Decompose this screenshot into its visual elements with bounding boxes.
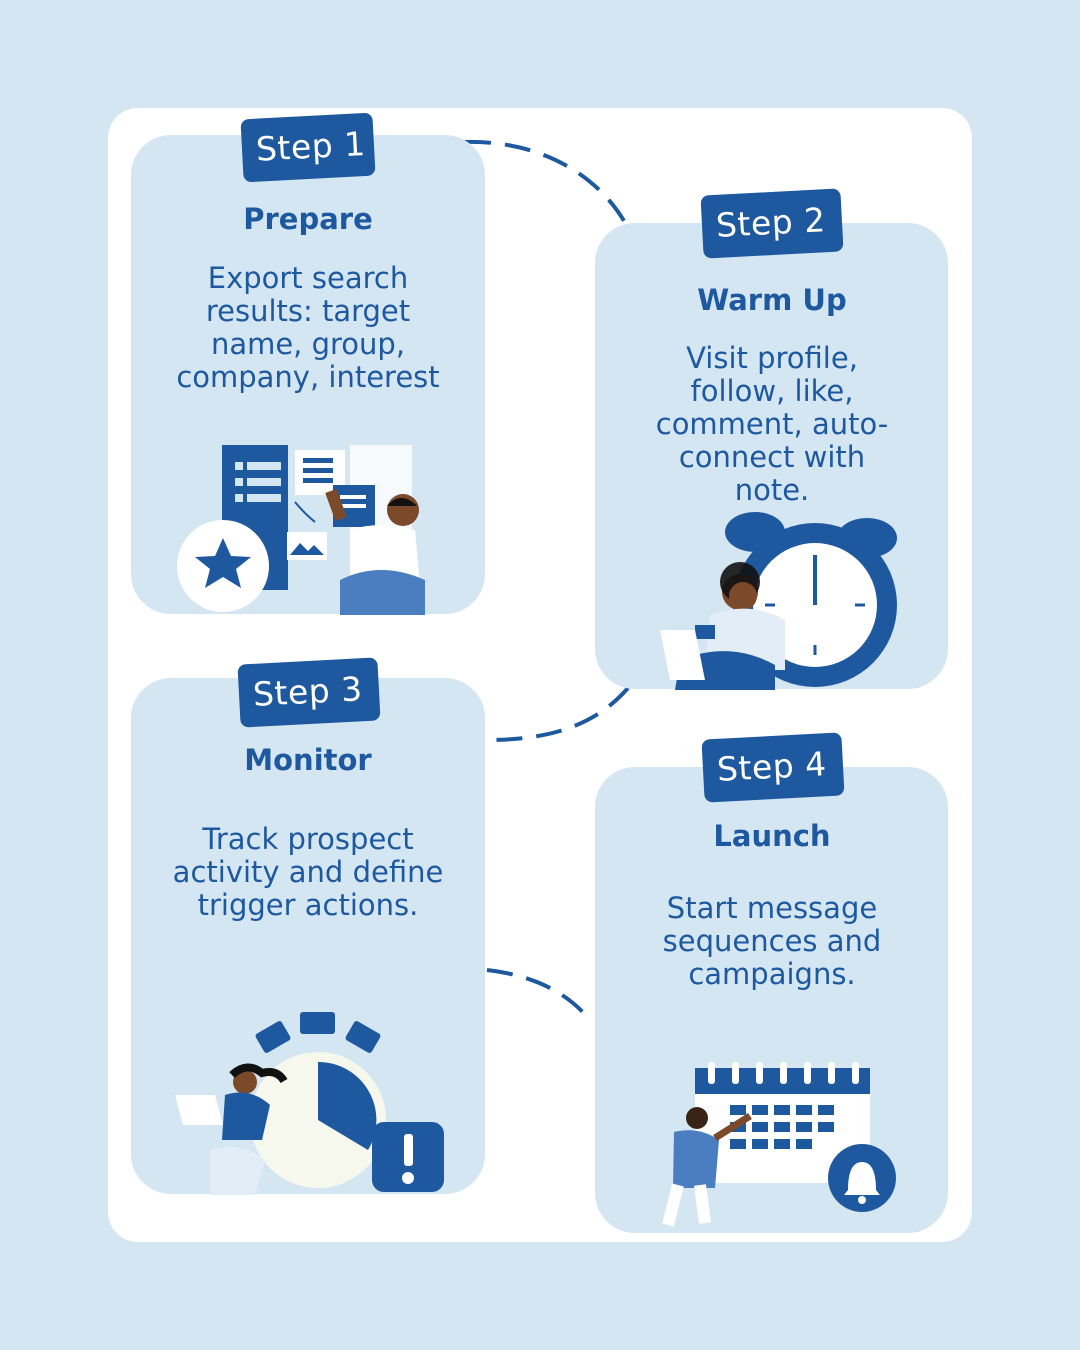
stopwatch-alert-icon: [175, 1012, 444, 1195]
step-4-description: Start message sequences and campaigns.: [595, 892, 949, 991]
step-1-line: Export search: [207, 261, 409, 295]
step-2-title: Warm Up: [697, 283, 847, 317]
step-1-description: Export search results: target name, grou…: [131, 262, 485, 394]
step-4-line: campaigns.: [688, 957, 856, 991]
step-1-line: name, group,: [210, 327, 406, 361]
step-2-line: Visit profile,: [686, 341, 858, 375]
step-4-title: Launch: [713, 819, 831, 853]
step-2-description: Visit profile, follow, like, comment, au…: [595, 342, 949, 507]
step-3-badge: Step 3: [237, 657, 381, 728]
step-3-line: Track prospect: [202, 822, 414, 856]
documents-star-icon: [177, 445, 425, 615]
step-1-title: Prepare: [243, 202, 373, 236]
alarm-clock-icon: [660, 512, 897, 690]
step-1-line: results: target: [205, 294, 411, 328]
step-1-badge: Step 1: [240, 112, 376, 183]
step-4-line: sequences and: [662, 924, 882, 958]
step-2-line: note.: [734, 473, 810, 507]
step-2-line: connect with: [678, 440, 866, 474]
step-1-line: company, interest: [176, 360, 440, 394]
step-3-description: Track prospect activity and define trigg…: [131, 823, 485, 922]
step-3-title: Monitor: [244, 743, 372, 777]
step-4-badge: Step 4: [701, 732, 845, 803]
step-2-line: comment, auto-: [655, 407, 889, 441]
step-3-line: trigger actions.: [197, 888, 419, 922]
step-4-line: Start message: [666, 891, 878, 925]
step-3-line: activity and define: [172, 855, 444, 889]
step-2-badge: Step 2: [700, 188, 844, 259]
step-2-line: follow, like,: [690, 374, 854, 408]
calendar-bell-icon: [662, 1062, 896, 1227]
